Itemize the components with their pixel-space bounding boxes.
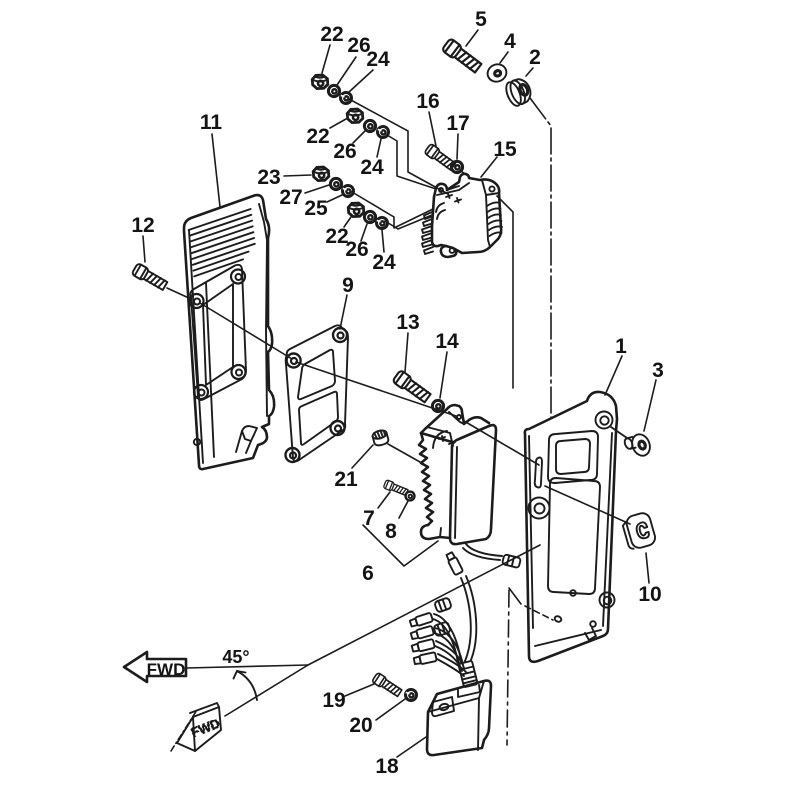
svg-text:26: 26 [345,238,368,261]
svg-text:9: 9 [342,274,354,297]
svg-text:11: 11 [200,111,223,134]
svg-text:25: 25 [304,197,328,220]
svg-text:1: 1 [615,335,627,358]
svg-text:8: 8 [385,520,397,543]
svg-text:22: 22 [306,125,329,148]
svg-text:24: 24 [360,156,384,179]
svg-text:FWD: FWD [147,660,186,679]
svg-text:22: 22 [325,225,348,248]
svg-text:20: 20 [349,714,372,737]
svg-text:7: 7 [363,507,375,530]
svg-text:24: 24 [366,48,390,71]
svg-text:2: 2 [529,46,541,69]
svg-text:19: 19 [322,689,345,712]
svg-text:24: 24 [372,251,396,274]
svg-text:22: 22 [320,23,343,46]
svg-text:23: 23 [257,166,280,189]
svg-text:5: 5 [475,8,487,31]
svg-text:14: 14 [435,330,459,353]
svg-text:4: 4 [504,30,516,53]
svg-text:45°: 45° [222,647,249,667]
svg-text:26: 26 [333,140,356,163]
svg-text:26: 26 [347,34,370,57]
svg-text:15: 15 [493,138,517,161]
svg-text:6: 6 [362,562,374,585]
svg-text:18: 18 [375,755,399,778]
svg-text:21: 21 [334,468,358,491]
svg-text:16: 16 [416,90,439,113]
svg-text:13: 13 [396,311,419,334]
svg-text:12: 12 [131,214,154,237]
svg-text:10: 10 [638,583,661,606]
svg-text:3: 3 [652,359,664,382]
svg-text:27: 27 [279,186,302,209]
svg-text:17: 17 [446,112,469,135]
